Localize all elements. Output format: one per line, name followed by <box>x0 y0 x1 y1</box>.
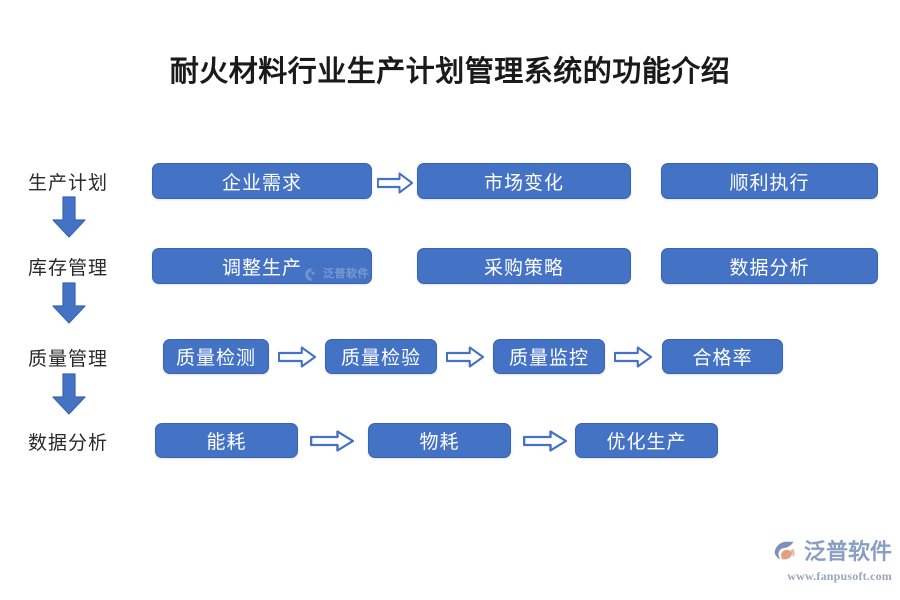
brand-row: 泛普软件 <box>770 536 892 568</box>
down-arrow-1-icon <box>52 196 86 238</box>
process-box[interactable]: 能耗 <box>155 423 298 458</box>
flow-right-arrow-icon <box>278 346 316 368</box>
flow-right-arrow-icon <box>614 346 652 368</box>
brand-logo: 泛普软件 www.fanpusoft.com <box>770 536 892 588</box>
process-box[interactable]: 物耗 <box>368 423 511 458</box>
down-arrow-2-icon <box>52 282 86 324</box>
flow-right-arrow-icon <box>310 430 354 452</box>
process-box[interactable]: 采购策略 <box>417 248 631 284</box>
stage-label-4: 数据分析 <box>27 433 108 454</box>
flow-right-arrow-icon <box>377 172 413 194</box>
process-box[interactable]: 优化生产 <box>575 423 718 458</box>
page-title: 耐火材料行业生产计划管理系统的功能介绍 <box>169 56 731 88</box>
process-box[interactable]: 质量检测 <box>163 339 269 374</box>
stage-label-2: 库存管理 <box>27 258 108 279</box>
process-box[interactable]: 调整生产 <box>152 248 372 284</box>
stage-label-1: 生产计划 <box>27 173 108 194</box>
stage-label-3: 质量管理 <box>27 349 108 370</box>
fanpu-logo-icon <box>770 537 800 567</box>
flow-right-arrow-icon <box>523 430 567 452</box>
process-box[interactable]: 企业需求 <box>152 163 372 199</box>
brand-url: www.fanpusoft.com <box>787 569 892 583</box>
process-box[interactable]: 质量监控 <box>493 339 605 374</box>
process-box[interactable]: 合格率 <box>662 339 783 374</box>
brand-name: 泛普软件 <box>804 539 893 564</box>
process-box[interactable]: 质量检验 <box>325 339 437 374</box>
process-box[interactable]: 数据分析 <box>661 248 878 284</box>
down-arrow-3-icon <box>52 373 86 415</box>
flow-right-arrow-icon <box>446 346 484 368</box>
process-box[interactable]: 市场变化 <box>417 163 631 199</box>
process-box[interactable]: 顺利执行 <box>661 163 878 199</box>
